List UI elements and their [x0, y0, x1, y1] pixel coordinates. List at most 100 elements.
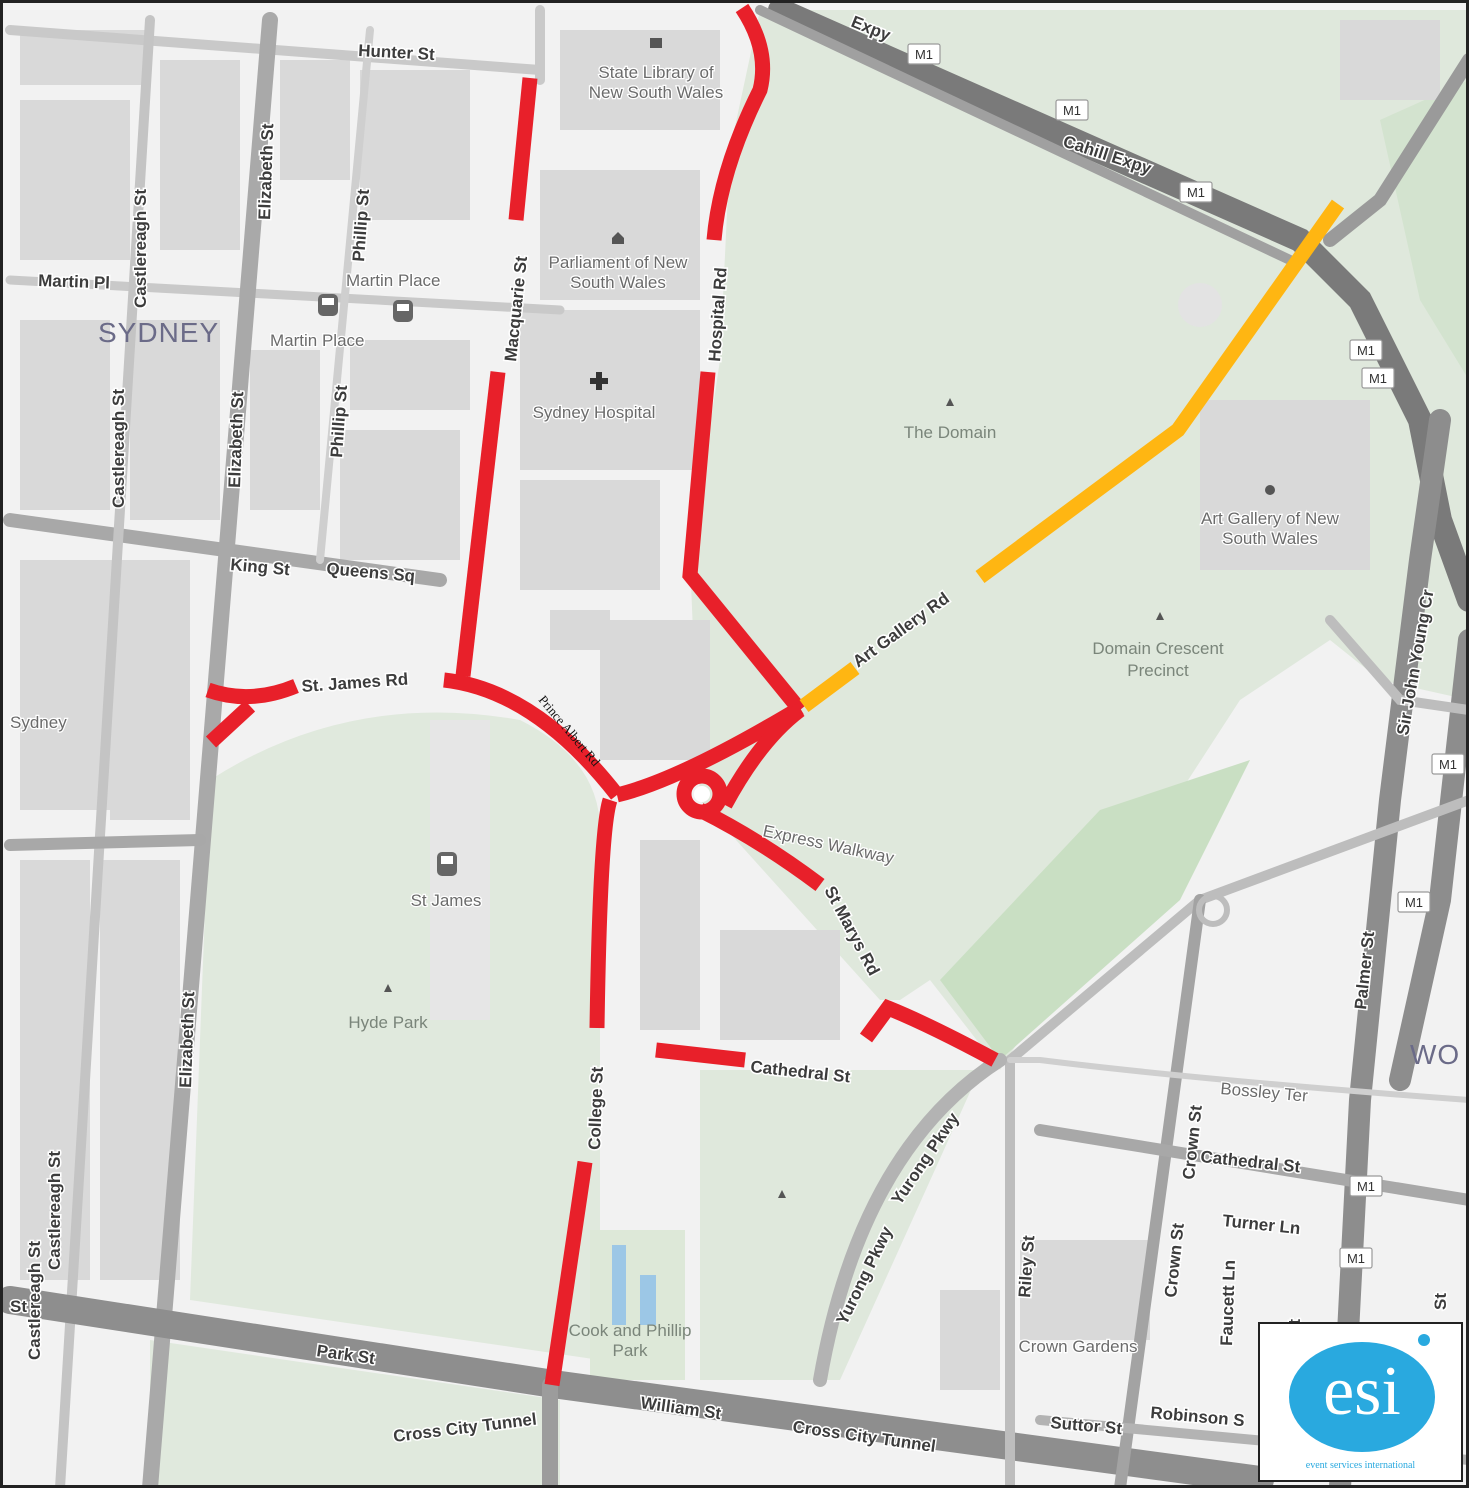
m1-shield: M1 — [1339, 1247, 1373, 1269]
road-castlereagh — [55, 15, 155, 1488]
parks-layer — [150, 10, 1469, 1488]
block — [360, 70, 470, 220]
route-macquarie-south — [455, 371, 506, 677]
road-m1-east — [1389, 629, 1469, 1091]
route-st-james-rd — [205, 679, 299, 705]
block — [640, 840, 700, 1030]
cook-phillip-park — [590, 1230, 685, 1380]
label-parliament-2: South Wales — [570, 273, 666, 292]
road-elizabeth — [142, 12, 278, 1488]
label-state-library-1: State Library of — [598, 63, 714, 82]
label-art-gallery-1: Art Gallery of New — [1201, 509, 1340, 528]
route-hospital-rd-2 — [682, 371, 806, 715]
route-art-gallery-rd-2 — [975, 199, 1345, 584]
label-elizabeth-1: Elizabeth St — [255, 123, 277, 220]
block — [160, 60, 240, 250]
block — [130, 320, 220, 520]
government-icon — [612, 232, 624, 244]
block — [250, 350, 320, 510]
route-college-south — [544, 1160, 593, 1387]
label-castlereagh-3: Castlereagh St — [45, 1151, 64, 1270]
hospital-block — [520, 310, 700, 470]
closure-routes — [205, 3, 999, 1387]
road-ramp-north — [1323, 53, 1469, 247]
cathedral-block — [720, 930, 840, 1040]
logo-tagline: event services international — [1305, 1460, 1416, 1471]
label-castlereagh-2: Castlereagh St — [109, 389, 128, 508]
route-prince-albert-link — [615, 701, 804, 803]
road-phillip — [316, 26, 374, 564]
label-robinson: Robinson S — [1150, 1403, 1246, 1430]
road-cahill-expy-2 — [755, 5, 1295, 265]
block — [340, 430, 460, 560]
m1-shield: M1 — [1397, 891, 1431, 913]
label-art-gallery-2: South Wales — [1222, 529, 1318, 548]
art-gallery-block — [1200, 400, 1370, 570]
label-domain-crescent-1: Domain Crescent — [1092, 639, 1224, 658]
svg-text:M1: M1 — [1357, 1179, 1375, 1194]
label-riley: Riley St — [1015, 1234, 1038, 1298]
bottom-park — [150, 1340, 560, 1488]
train-icon-martin-place-2 — [393, 300, 413, 322]
label-martin-place-1: Martin Place — [346, 271, 440, 290]
m1-shield: M1 — [1349, 1175, 1383, 1197]
block — [20, 560, 110, 810]
route-st-marys-end — [859, 998, 999, 1067]
svg-text:M1: M1 — [1347, 1251, 1365, 1266]
block — [110, 560, 190, 820]
crown-gardens-block — [1020, 1240, 1150, 1340]
route-cathedral-st — [655, 1042, 746, 1068]
route-hospital-rd — [706, 3, 771, 241]
hyde-park-north — [190, 712, 600, 1360]
m1-shield: M1 — [1361, 367, 1395, 389]
svg-text:M1: M1 — [1063, 103, 1081, 118]
roundabout-closure — [676, 768, 728, 820]
road-yurong — [813, 1053, 1007, 1387]
svg-text:M1: M1 — [1187, 185, 1205, 200]
label-the-domain: The Domain — [904, 423, 997, 442]
m1-shield: M1 — [1179, 181, 1213, 203]
label-domain-crescent-2: Precinct — [1127, 661, 1189, 680]
route-art-gallery-rd — [799, 661, 860, 713]
label-crown-gardens: Crown Gardens — [1018, 1337, 1137, 1356]
label-parliament-1: Parliament of New — [549, 253, 689, 272]
route-college-north — [589, 797, 618, 1029]
m1-shield: M1 — [907, 43, 941, 65]
label-sydney-hospital: Sydney Hospital — [533, 403, 656, 422]
logo-dot — [1418, 1334, 1430, 1346]
label-elizabeth-3: Elizabeth St — [176, 991, 198, 1088]
block — [520, 480, 660, 590]
hospital-icon — [590, 372, 608, 390]
label-faucett: Faucett Ln — [1217, 1260, 1239, 1347]
label-cook-phillip-1: Cook and Phillip — [569, 1321, 692, 1340]
road-martin-pl — [5, 275, 565, 315]
block — [350, 340, 470, 410]
state-library-block — [560, 30, 720, 130]
logo-mark: esi — [1323, 1353, 1401, 1430]
label-cook-phillip-2: Park — [613, 1341, 648, 1360]
m1-shield: M1 — [1431, 753, 1465, 775]
tree-icon-hyde — [384, 984, 392, 992]
logo-circle — [1289, 1342, 1435, 1452]
poi-icons — [318, 38, 1275, 1198]
road-bossley — [1007, 1057, 1469, 1103]
suburb-woolloomooloo: WO — [1410, 1039, 1460, 1070]
label-st-fragment: St — [10, 1297, 27, 1316]
partial-routes — [799, 199, 1345, 713]
label-elizabeth-2: Elizabeth St — [225, 391, 247, 488]
label-st-fragment-east: St — [1431, 1293, 1450, 1310]
gallery-icon — [1265, 485, 1275, 495]
label-castlereagh-4: Castlereagh St — [25, 1241, 44, 1360]
tree-icon-crescent — [1156, 612, 1164, 620]
pool-1 — [612, 1245, 626, 1325]
route-express-walkway — [696, 803, 825, 892]
block — [940, 1290, 1000, 1390]
block — [20, 320, 110, 510]
svg-text:M1: M1 — [1357, 343, 1375, 358]
pool-2 — [640, 1275, 656, 1325]
route-macquarie-north — [508, 77, 538, 221]
road-park-william — [0, 1286, 1274, 1488]
suburb-sydney: SYDNEY — [98, 317, 219, 348]
